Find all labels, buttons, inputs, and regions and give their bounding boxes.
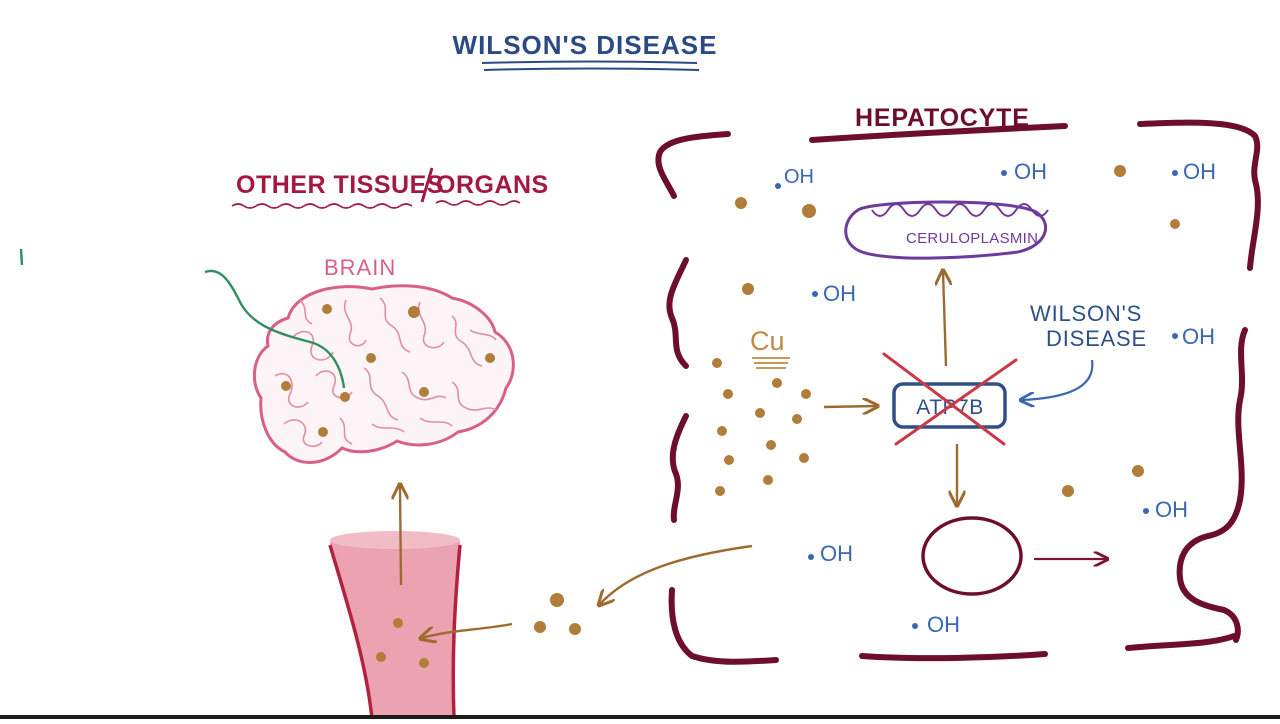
copper-dot bbox=[763, 475, 773, 485]
organs-underline bbox=[435, 200, 521, 206]
copper-dot bbox=[755, 408, 765, 418]
title-underline-2 bbox=[483, 67, 700, 71]
copper-label: Cu bbox=[750, 326, 785, 356]
copper-dot bbox=[712, 358, 722, 368]
copper-dot bbox=[742, 283, 754, 295]
copper-dot bbox=[340, 392, 350, 402]
title-underline bbox=[481, 60, 698, 64]
copper-dot bbox=[1132, 465, 1144, 477]
copper-dot bbox=[717, 426, 727, 436]
copper-label-underline bbox=[752, 357, 790, 369]
hepatocyte-copper bbox=[712, 165, 1180, 497]
copper-dot bbox=[322, 304, 332, 314]
hepatocyte-to-copper-arrow bbox=[600, 544, 753, 604]
atp7b-cross bbox=[882, 352, 1018, 446]
copper-dot bbox=[419, 658, 429, 668]
hydroxyl-dot bbox=[1143, 508, 1149, 514]
copper-dot bbox=[792, 414, 802, 424]
wilsons-disease-label-line2: DISEASE bbox=[1046, 326, 1147, 351]
copper-dot bbox=[801, 389, 811, 399]
hydroxyl-label: OH bbox=[1182, 324, 1215, 349]
hydroxyl-label: OH bbox=[927, 612, 960, 637]
copper-dot bbox=[802, 204, 816, 218]
copper-dot bbox=[766, 440, 776, 450]
copper-dot bbox=[715, 486, 725, 496]
hydroxyl-dot bbox=[775, 183, 781, 189]
hydroxyl-label: OH bbox=[1155, 497, 1188, 522]
copper-dot bbox=[799, 453, 809, 463]
other-tissues-underline bbox=[231, 203, 413, 209]
atp7b-to-ceruloplasmin-arrow bbox=[943, 272, 946, 367]
hydroxyl-dot bbox=[912, 623, 918, 629]
copper-dot bbox=[408, 306, 420, 318]
copper-dot bbox=[724, 455, 734, 465]
copper-dot bbox=[772, 378, 782, 388]
copper-dot bbox=[366, 353, 376, 363]
hydroxyl-label: OH bbox=[820, 541, 853, 566]
vessel-to-brain-arrow bbox=[400, 486, 401, 586]
brain-copper-deposits bbox=[281, 304, 495, 437]
copper-dot bbox=[393, 618, 403, 628]
copper-dot bbox=[550, 593, 564, 607]
hydroxyl-dot bbox=[1001, 170, 1007, 176]
green-tick bbox=[19, 248, 24, 266]
hydroxyl-label: OH bbox=[1014, 159, 1047, 184]
hydroxyl-label: OH bbox=[784, 166, 814, 188]
wilsons-disease-label-line1: WILSON'S bbox=[1030, 301, 1142, 326]
page-title: WILSON'S DISEASE bbox=[453, 30, 718, 60]
hydroxyl-dot bbox=[1172, 333, 1178, 339]
copper-to-atp7b-arrow bbox=[823, 406, 876, 407]
copper-dot bbox=[735, 197, 747, 209]
copper-dot bbox=[485, 353, 495, 363]
hydroxyl-dot bbox=[812, 291, 818, 297]
copper-dot bbox=[281, 381, 291, 391]
hydroxyl-label: OH bbox=[823, 281, 856, 306]
hydroxyl-label: OH bbox=[1183, 159, 1216, 184]
copper-dot bbox=[419, 387, 429, 397]
copper-dot bbox=[723, 389, 733, 399]
other-tissues-label: OTHER TISSUES bbox=[236, 171, 444, 199]
copper-dot bbox=[534, 621, 546, 633]
hydroxyl-dot bbox=[808, 554, 814, 560]
mitochondrion-icon bbox=[844, 200, 1049, 260]
slash bbox=[420, 167, 434, 203]
copper-dot bbox=[569, 623, 581, 635]
brain-icon bbox=[252, 284, 515, 464]
hydroxyl-radicals: OH OH OH OH OH OH OH OH bbox=[775, 159, 1216, 637]
wilsons-to-atp7b-arrow bbox=[1022, 359, 1094, 400]
bottom-edge-bar bbox=[0, 715, 1280, 719]
vessel-copper bbox=[376, 618, 429, 668]
copper-to-vessel-arrow bbox=[422, 622, 513, 638]
copper-dot bbox=[318, 427, 328, 437]
copper-dot bbox=[1062, 485, 1074, 497]
hepatocyte-membrane bbox=[655, 119, 1261, 665]
released-copper bbox=[534, 593, 581, 635]
ceruloplasmin-label: CERULOPLASMIN bbox=[906, 230, 1038, 247]
green-pointer-line bbox=[204, 269, 346, 389]
hydroxyl-dot bbox=[1172, 170, 1178, 176]
copper-dot bbox=[376, 652, 386, 662]
organs-label: ORGANS bbox=[436, 171, 549, 199]
copper-dot bbox=[1114, 165, 1126, 177]
vesicle-icon bbox=[921, 516, 1023, 596]
brain-label: BRAIN bbox=[324, 255, 396, 280]
copper-dot bbox=[1170, 219, 1180, 229]
